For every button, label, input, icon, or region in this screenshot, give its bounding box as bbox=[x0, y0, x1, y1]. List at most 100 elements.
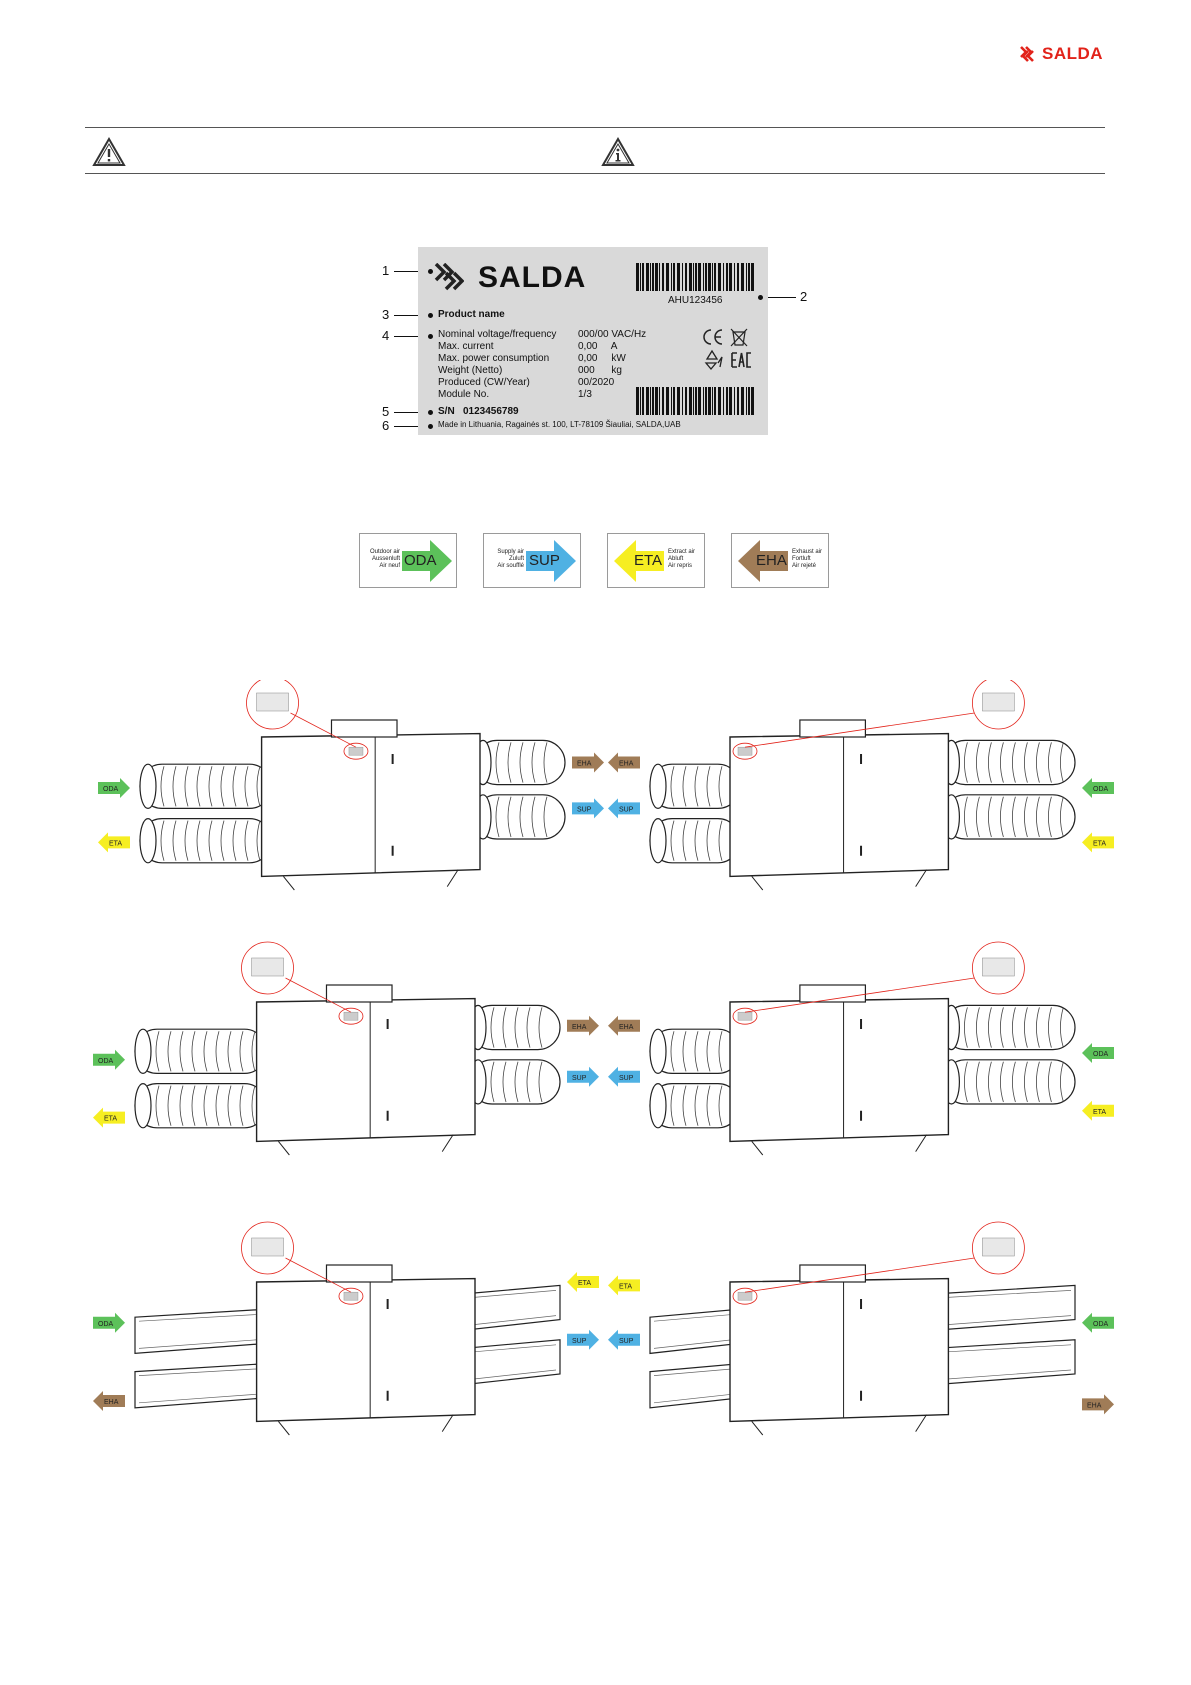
callout-1-dot bbox=[428, 269, 433, 274]
eha-direction-tag bbox=[572, 752, 604, 773]
eta-tag-label: ETA bbox=[619, 1283, 632, 1290]
unit-label-location bbox=[737, 1291, 753, 1301]
oda-tag-label: ODA bbox=[1093, 1051, 1109, 1058]
certification-marks bbox=[703, 328, 751, 371]
eta-direction-tag bbox=[1082, 832, 1114, 853]
eha-code: EHA bbox=[756, 552, 787, 569]
callout-4: 4 bbox=[382, 328, 390, 343]
salda-header-logo: SALDA bbox=[1020, 43, 1103, 65]
plate-brand: SALDA bbox=[478, 261, 587, 294]
notice-bar-bottom-rule bbox=[85, 173, 1105, 174]
spec-value: 000 kg bbox=[578, 365, 622, 376]
label-miniature bbox=[251, 957, 284, 977]
eac-mark-icon bbox=[731, 352, 751, 368]
callout-3: 3 bbox=[382, 307, 390, 322]
callout-6: 6 bbox=[382, 418, 390, 433]
eta-arrow-icon bbox=[614, 540, 664, 582]
sup-direction-tag bbox=[567, 1066, 599, 1087]
oda-tag-label: ODA bbox=[98, 1321, 114, 1328]
callout-2-dot bbox=[758, 295, 763, 300]
recycle-icon bbox=[704, 349, 723, 371]
unit-label-location bbox=[348, 746, 364, 756]
sup-direction-tag bbox=[567, 1329, 599, 1350]
eta-direction-tag bbox=[567, 1272, 599, 1292]
spec-label: Nominal voltage/frequency bbox=[438, 329, 557, 340]
unit-cabinet bbox=[729, 1277, 950, 1423]
oda-direction-tag bbox=[1082, 1312, 1114, 1333]
header-brand: SALDA bbox=[1042, 44, 1104, 63]
warning-triangle-icon bbox=[92, 137, 126, 166]
unit-top-box bbox=[330, 719, 398, 738]
eta-direction-tag bbox=[608, 1275, 640, 1296]
eha-arrow-icon bbox=[738, 540, 788, 582]
oda-tag-label: ODA bbox=[1093, 786, 1109, 793]
eta-tag-label: ETA bbox=[109, 840, 122, 847]
product-label-plate: SALDA AHU123456 Product name Nominal vol… bbox=[418, 247, 768, 435]
sup-direction-tag bbox=[608, 1329, 640, 1350]
eha-tag-label: EHA bbox=[572, 1024, 587, 1031]
salda-logo-icon bbox=[1020, 46, 1034, 62]
callout-2-line bbox=[760, 297, 796, 298]
unit-cabinet bbox=[260, 732, 481, 878]
barcode-bottom bbox=[636, 387, 754, 415]
sup-direction-tag bbox=[608, 798, 640, 819]
serial-label: S/N bbox=[438, 406, 455, 417]
unit-cabinet bbox=[729, 732, 950, 878]
callout-1: 1 bbox=[382, 263, 390, 278]
callout-6-dot bbox=[428, 424, 433, 429]
unit-top-box bbox=[325, 1264, 393, 1283]
spec-label: Module No. bbox=[438, 389, 490, 400]
eha-tag-label: EHA bbox=[1087, 1402, 1102, 1409]
callout-1-line bbox=[394, 271, 430, 272]
callout-5-line bbox=[394, 412, 430, 413]
spec-value: 1/3 bbox=[578, 389, 592, 400]
label-miniature bbox=[982, 692, 1015, 712]
eha-direction-tag bbox=[567, 1015, 599, 1036]
unit-label-location bbox=[737, 1011, 753, 1021]
unit-label-location bbox=[343, 1291, 359, 1301]
unit-top-box bbox=[799, 719, 867, 738]
callout-5: 5 bbox=[382, 404, 390, 419]
eha-tag-label: EHA bbox=[619, 761, 634, 768]
sup-tag-label: SUP bbox=[572, 1075, 587, 1082]
spec-value: 00/2020 bbox=[578, 377, 615, 388]
eha-tag-label: EHA bbox=[619, 1024, 634, 1031]
eta-tag-label: ETA bbox=[1093, 840, 1106, 847]
oda-direction-tag bbox=[93, 1049, 125, 1070]
callout-6-line bbox=[394, 426, 430, 427]
unit-label-location bbox=[343, 1011, 359, 1021]
made-in-address: Made in Lithuania, Ragainės st. 100, LT-… bbox=[438, 420, 681, 429]
eha-direction-tag bbox=[1082, 1394, 1114, 1415]
spec-label: Produced (CW/Year) bbox=[438, 377, 530, 388]
eta-direction-tag bbox=[93, 1107, 125, 1128]
spec-label: Max. current bbox=[438, 341, 494, 352]
eha-tag-label: EHA bbox=[104, 1399, 119, 1406]
oda-code: ODA bbox=[404, 552, 437, 569]
oda-tag-label: ODA bbox=[103, 786, 119, 793]
oda-direction-tag bbox=[1082, 1043, 1114, 1063]
oda-direction-tag bbox=[98, 778, 130, 798]
spec-value: 0,00 kW bbox=[578, 353, 626, 364]
eha-tag-label: EHA bbox=[577, 761, 592, 768]
eha-direction-tag bbox=[608, 1015, 640, 1036]
barcode-number: AHU123456 bbox=[668, 295, 723, 306]
plate-salda-logo-icon bbox=[434, 263, 464, 291]
sup-tag-label: SUP bbox=[572, 1338, 587, 1345]
eha-direction-tag bbox=[608, 752, 640, 773]
unit-orientation-drawings: ODAETAEHASUPEHASUPODAETAODAETAEHASUPEHAS… bbox=[93, 680, 1114, 1436]
notice-bar-top-rule bbox=[85, 127, 1105, 128]
eta-code: ETA bbox=[634, 552, 663, 569]
spec-value: 000/00 VAC/Hz bbox=[578, 329, 647, 340]
oda-tag-label: ODA bbox=[98, 1058, 114, 1065]
spec-value: 0,00 A bbox=[578, 341, 618, 352]
label-miniature bbox=[982, 957, 1015, 977]
unit-top-box bbox=[799, 984, 867, 1003]
oda-arrow-icon bbox=[402, 540, 452, 582]
